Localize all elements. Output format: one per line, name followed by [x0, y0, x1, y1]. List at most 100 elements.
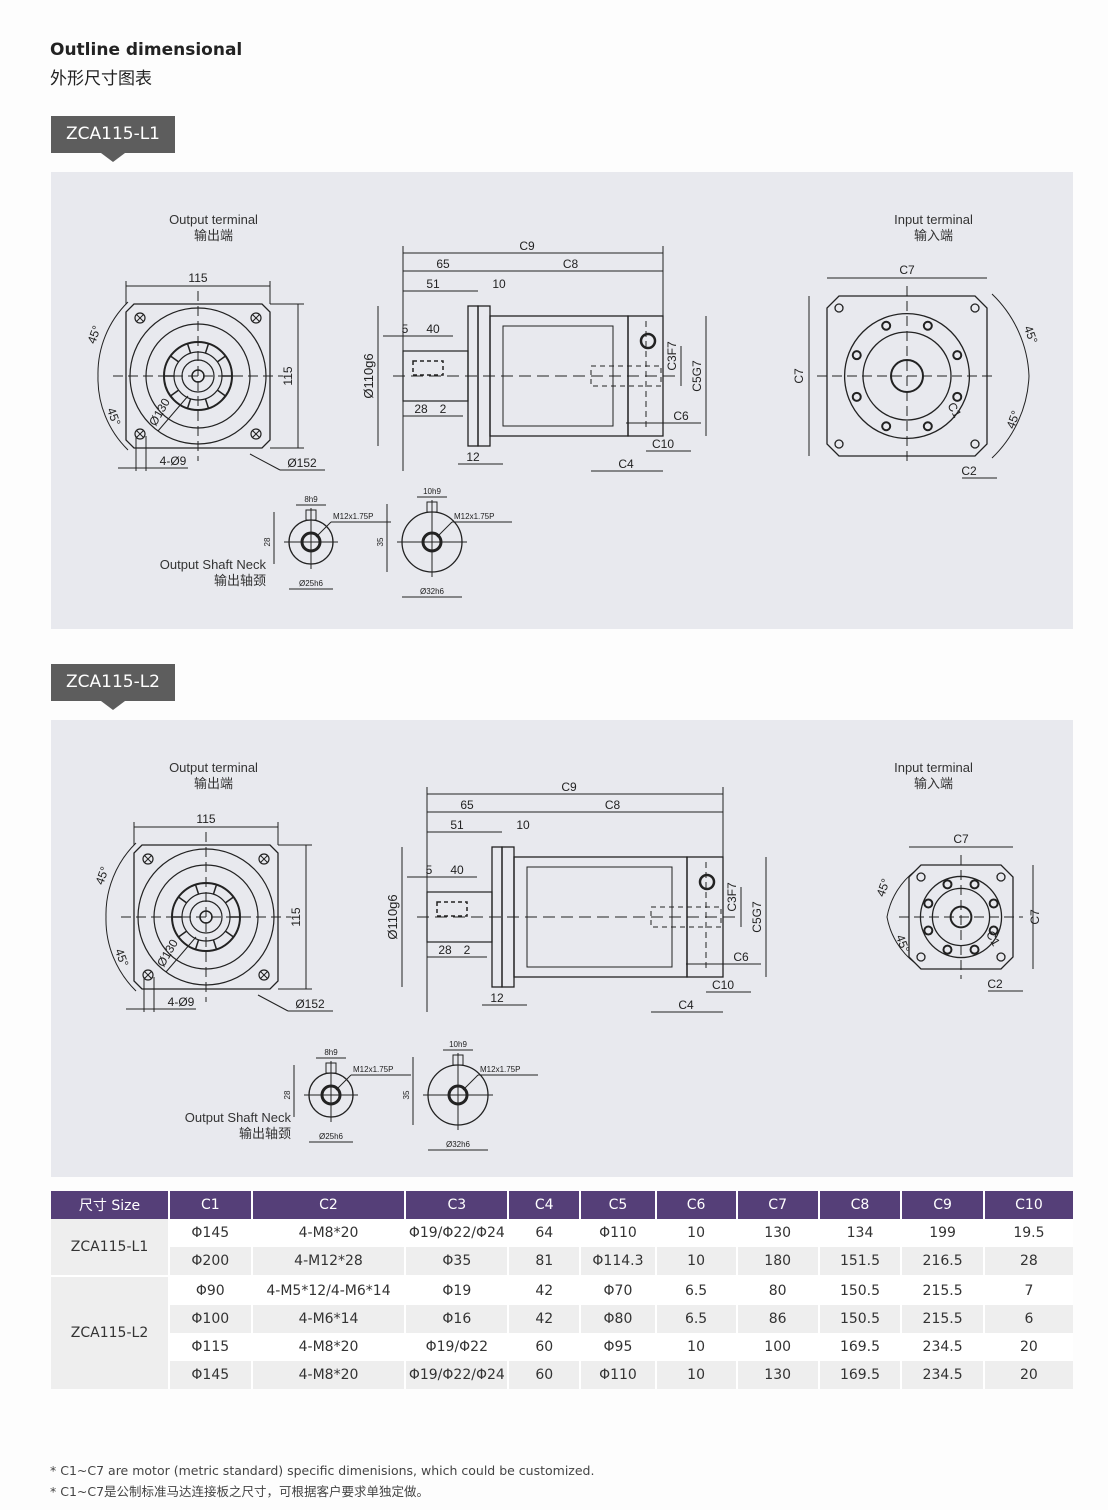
- table-cell: 4-M6*14: [251, 1305, 407, 1333]
- dim-angle-bottom: 45°: [104, 406, 123, 428]
- table-cell: 60: [508, 1333, 582, 1361]
- dim-c10: C10: [652, 437, 674, 451]
- table-cell: 151.5: [818, 1247, 903, 1276]
- table-cell: 64: [508, 1219, 582, 1247]
- dim-c2: C2: [961, 464, 977, 478]
- column-header: 尺寸 Size: [51, 1191, 171, 1219]
- table-cell: 234.5: [901, 1333, 985, 1361]
- table-cell: Φ19/Φ22/Φ24: [405, 1361, 510, 1389]
- dim-holes: 4-Ø9: [168, 995, 195, 1009]
- dim-angle-top: 45°: [874, 877, 893, 899]
- table-cell: 4-M8*20: [251, 1361, 407, 1389]
- table-cell: 130: [736, 1361, 820, 1389]
- table-cell: Φ114.3: [580, 1247, 657, 1276]
- table-cell: 150.5: [818, 1275, 903, 1305]
- dim-shaft-height: 35: [402, 1090, 411, 1099]
- table-cell: 10: [655, 1219, 738, 1247]
- column-header: C1: [169, 1191, 253, 1219]
- dim-40: 40: [450, 863, 464, 877]
- output-terminal-label-en: Output terminal: [169, 212, 258, 227]
- dim-angle-top: 45°: [93, 865, 112, 887]
- table-cell: 28: [983, 1247, 1073, 1276]
- output-terminal-label-cn: 输出端: [193, 228, 233, 243]
- table-cell: 150.5: [818, 1305, 903, 1333]
- table-cell: Φ19: [405, 1275, 510, 1305]
- dim-c3: C3F7: [725, 882, 739, 912]
- dim-c7-side: C7: [792, 368, 806, 384]
- dim-10: 10: [492, 277, 506, 291]
- dim-angle-top: 45°: [85, 324, 104, 346]
- table-cell: Φ100: [169, 1305, 253, 1333]
- table-cell: 60: [508, 1361, 582, 1389]
- table-cell: 169.5: [818, 1361, 903, 1389]
- dim-5: 5: [426, 863, 433, 877]
- dim-c2: C2: [987, 977, 1003, 991]
- input-terminal-label-en: Input terminal: [894, 760, 973, 775]
- dim-shaft-dia: Ø32h6: [420, 587, 445, 596]
- dim-shaft-height: 28: [283, 1090, 292, 1099]
- dim-51: 51: [450, 818, 464, 832]
- table-cell: 10: [655, 1333, 738, 1361]
- column-header: C4: [508, 1191, 582, 1219]
- dim-key-width: 8h9: [304, 495, 318, 504]
- column-header: C9: [901, 1191, 985, 1219]
- table-cell: Φ19/Φ22: [405, 1333, 510, 1361]
- dim-c8: C8: [563, 257, 579, 271]
- dim-shaft-dia: Ø32h6: [446, 1140, 471, 1149]
- table-cell: 234.5: [901, 1361, 985, 1389]
- dim-c4: C4: [618, 457, 634, 471]
- dim-key-width: 10h9: [423, 487, 441, 496]
- model-cell: ZCA115-L2: [51, 1275, 171, 1389]
- input-terminal-label-cn: 输入端: [913, 776, 953, 791]
- dim-12: 12: [490, 991, 504, 1005]
- output-shaft-neck-label-en: Output Shaft Neck: [184, 1110, 291, 1125]
- footnote-en: * C1~C7 are motor (metric standard) spec…: [50, 1463, 595, 1478]
- dim-holes: 4-Ø9: [160, 454, 187, 468]
- dim-flange-width: 115: [188, 271, 207, 285]
- dim-angle-top: 45°: [1021, 324, 1040, 346]
- dim-angle-bottom: 45°: [112, 947, 131, 969]
- table-cell: 7: [983, 1275, 1073, 1305]
- dim-flange-width: 115: [196, 812, 215, 826]
- column-header: C2: [251, 1191, 407, 1219]
- table-cell: 130: [736, 1219, 820, 1247]
- dim-28: 28: [414, 402, 428, 416]
- column-header: C5: [580, 1191, 657, 1219]
- dim-shaft-height: 35: [376, 537, 385, 546]
- dim-pcd: Ø130: [146, 396, 173, 429]
- table-cell: Φ115: [169, 1333, 253, 1361]
- table-cell: Φ95: [580, 1333, 657, 1361]
- column-header: C6: [655, 1191, 738, 1219]
- table-cell: 80: [736, 1275, 820, 1305]
- dim-diag: Ø152: [287, 456, 317, 470]
- dim-10: 10: [516, 818, 530, 832]
- dim-65: 65: [436, 257, 450, 271]
- dim-thread: M12x1.75P: [454, 512, 494, 521]
- dim-65: 65: [460, 798, 474, 812]
- table-cell: 180: [736, 1247, 820, 1276]
- model-cell: ZCA115-L1: [51, 1219, 171, 1276]
- dim-c6: C6: [733, 950, 749, 964]
- dim-key-width: 10h9: [449, 1040, 467, 1049]
- page-title-en: Outline dimensional: [50, 40, 243, 60]
- table-cell: 81: [508, 1247, 582, 1276]
- dim-c9: C9: [561, 780, 577, 794]
- dim-spigot: Ø110g6: [361, 353, 376, 398]
- table-cell: 42: [508, 1305, 582, 1333]
- input-terminal-label-cn: 输入端: [913, 228, 953, 243]
- model-tag-l1: ZCA115-L1: [51, 116, 175, 162]
